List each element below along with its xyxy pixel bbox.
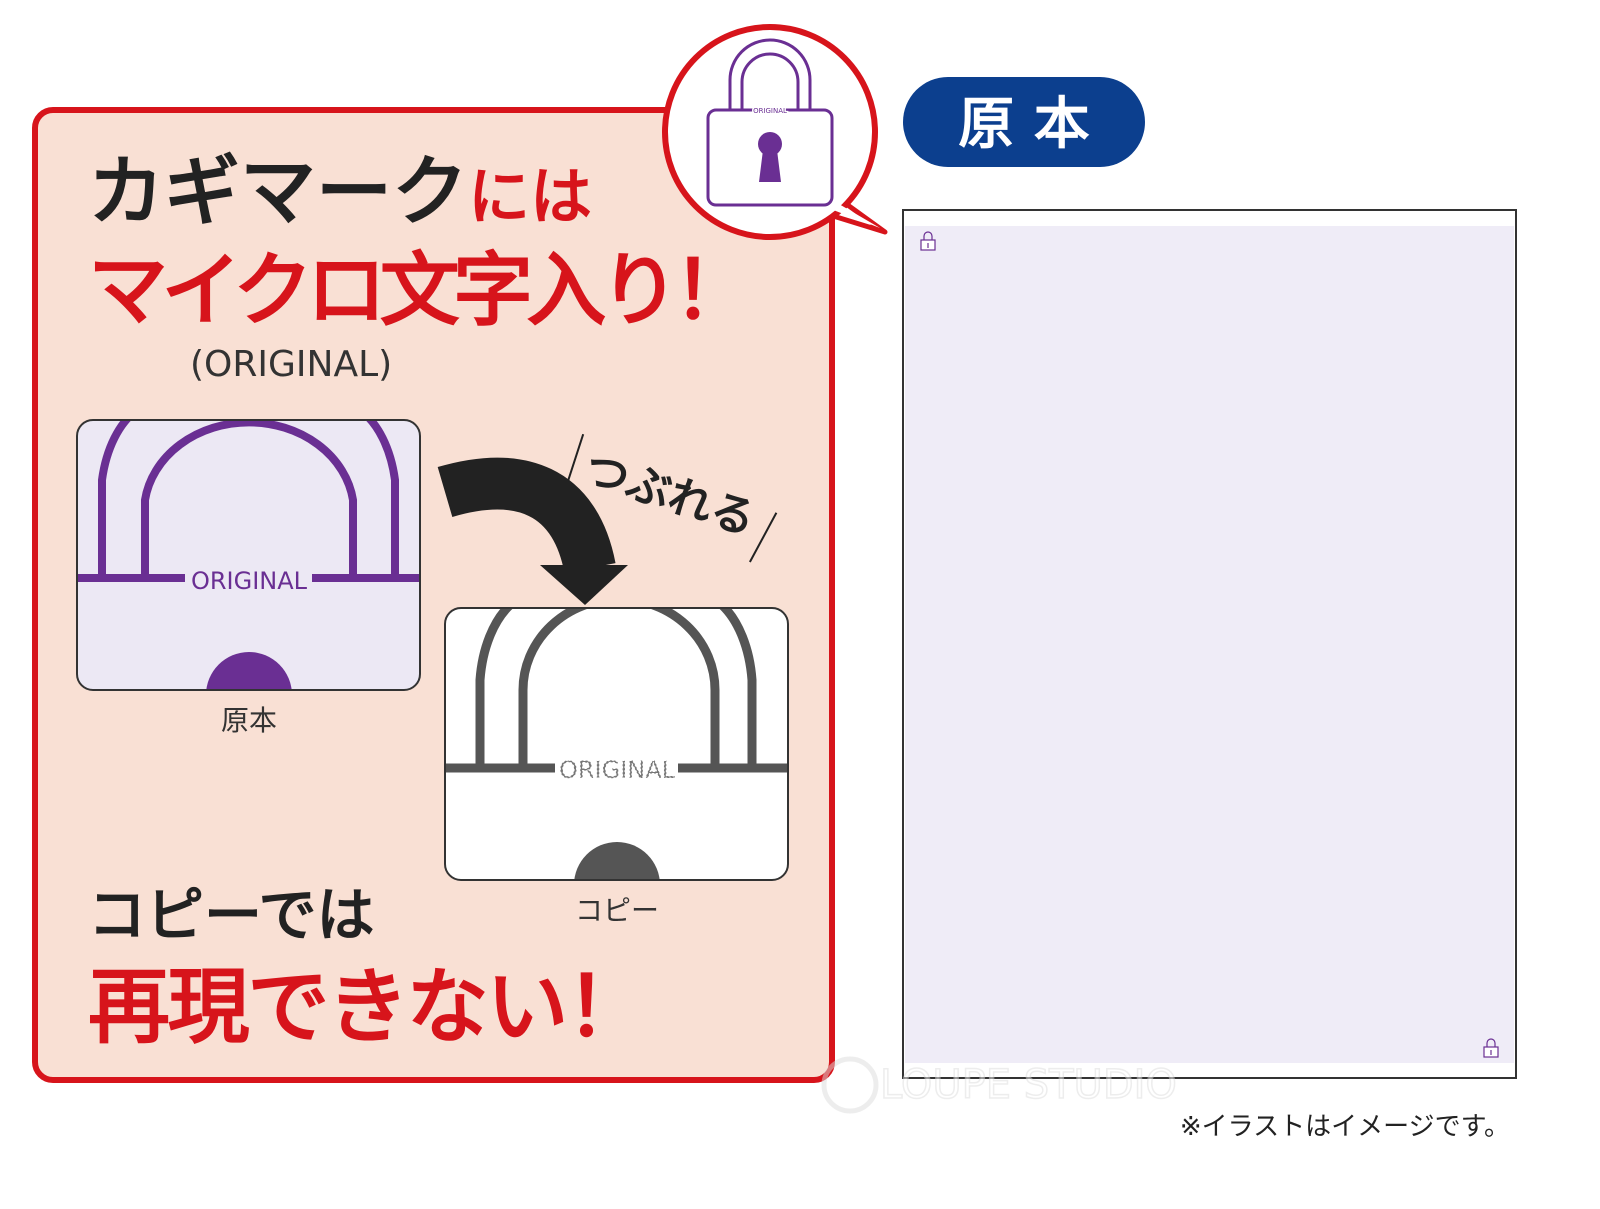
headline-line2: マイクロ文字入り！ (88, 244, 753, 337)
padlock-icon (1483, 1038, 1499, 1058)
bottom-line2: 再現できない！ (88, 960, 648, 1055)
curved-arrow-icon (437, 457, 628, 605)
bottom-line1: コピーでは (88, 881, 375, 949)
headline-red: には (468, 160, 592, 233)
original-card: ORIGINAL 原本 (76, 419, 421, 737)
headline-black: カギマーク (88, 147, 468, 236)
svg-text:カギマークには: カギマークには (88, 147, 592, 236)
original-microtext: ORIGINAL (191, 567, 308, 595)
badge-label: 原 本 (958, 92, 1090, 157)
lock-microtext: ORIGINAL (753, 107, 787, 115)
copy-caption: コピー (575, 894, 659, 927)
original-badge: 原 本 (903, 77, 1145, 167)
original-caption: 原本 (221, 704, 277, 737)
lock-bubble: ORIGINAL (662, 24, 888, 240)
watermark: LOUPE STUDIO (821, 1056, 1178, 1114)
padlock-icon: ORIGINAL (706, 38, 834, 207)
illustration-note: ※イラストはイメージです。 (1180, 1112, 1510, 1142)
copy-card: ORIGINAL コピー (444, 607, 789, 927)
watermark-text: LOUPE STUDIO (880, 1062, 1177, 1108)
padlock-icon (920, 231, 936, 251)
document-sheet (902, 209, 1517, 1079)
copy-microtext: ORIGINAL (559, 756, 676, 784)
headline-original: (ORIGINAL) (190, 344, 392, 385)
